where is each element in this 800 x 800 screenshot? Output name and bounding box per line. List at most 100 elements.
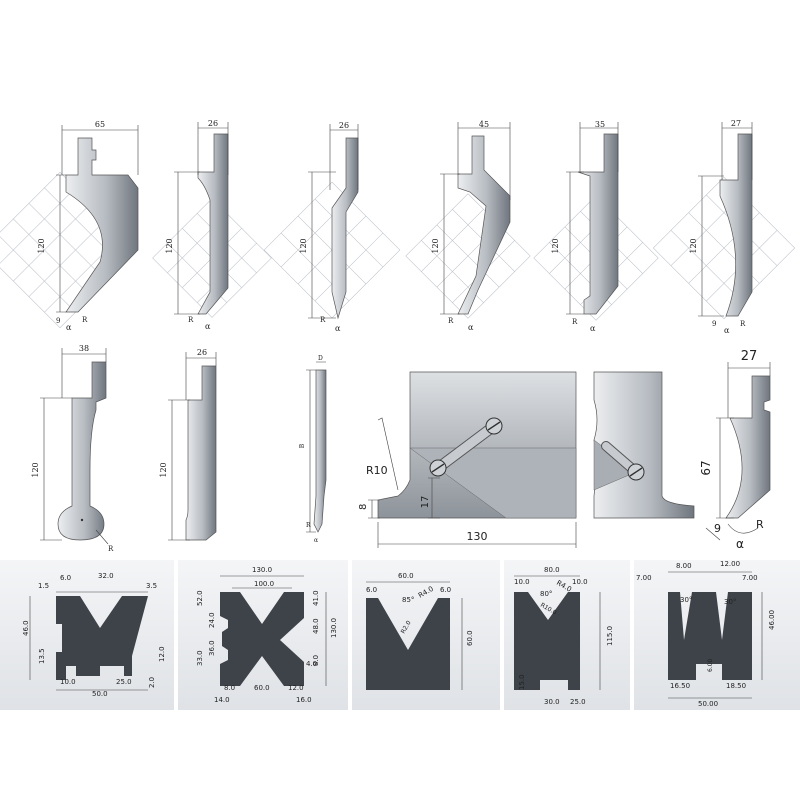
punch-6-angle: α xyxy=(724,326,730,335)
svg-text:80.0: 80.0 xyxy=(544,566,560,574)
svg-text:115.0: 115.0 xyxy=(606,626,614,646)
punch-6-width: 27 xyxy=(731,119,741,128)
punch-9-width: D xyxy=(318,355,323,362)
svg-text:60.0: 60.0 xyxy=(254,684,270,692)
punch-1-radius: R xyxy=(82,316,88,324)
punch-6-side: 9 xyxy=(712,320,716,328)
goose-punch: 27 67 9 α R xyxy=(699,349,771,551)
punch-7-radius: R xyxy=(108,545,114,553)
punch-3: 26 120 α R xyxy=(263,121,401,333)
goose-punch-side: 9 xyxy=(714,522,721,535)
punch-9-body xyxy=(313,369,327,533)
die-1-labels: 6.0 32.0 1.5 3.5 46.0 13.5 12.0 10.0 25.… xyxy=(22,572,166,698)
punch-7-body xyxy=(57,361,107,541)
svg-text:130.0: 130.0 xyxy=(252,566,272,574)
svg-text:32.0: 32.0 xyxy=(98,572,114,580)
punch-4-radius: R xyxy=(448,317,454,325)
punch-8-body xyxy=(185,365,217,541)
svg-text:130.0: 130.0 xyxy=(330,618,338,638)
punch-8-height: 120 xyxy=(159,462,168,477)
die-1: 6.0 32.0 1.5 3.5 46.0 13.5 12.0 10.0 25.… xyxy=(0,560,174,710)
goose-punch-height: 67 xyxy=(699,460,713,475)
die-4-body xyxy=(514,592,580,690)
svg-text:12.0: 12.0 xyxy=(158,646,166,662)
holder-wedge xyxy=(409,447,577,519)
punch-5-body xyxy=(577,133,619,315)
punch-5-height: 120 xyxy=(551,238,560,253)
punch-6-radius: R xyxy=(740,320,746,328)
svg-text:18.50: 18.50 xyxy=(726,682,746,690)
svg-text:100.0: 100.0 xyxy=(254,580,274,588)
punch-5: 35 120 α R xyxy=(533,120,659,333)
svg-text:8.00: 8.00 xyxy=(676,562,692,570)
punch-3-angle: α xyxy=(335,324,341,333)
die-1-body xyxy=(56,596,148,680)
holder-height-right: 17 xyxy=(420,496,431,509)
svg-text:10.0: 10.0 xyxy=(514,578,530,586)
die-3-body xyxy=(366,598,450,690)
svg-text:2.0: 2.0 xyxy=(148,677,156,688)
svg-text:1.5: 1.5 xyxy=(38,582,49,590)
punch-4-width: 45 xyxy=(479,120,489,129)
svg-text:60.0: 60.0 xyxy=(466,630,474,646)
punch-2-radius: R xyxy=(188,316,194,324)
punch-1-angle: α xyxy=(66,323,72,332)
die-5-labels: 7.00 8.00 12.00 7.00 30° 30° 46.00 6.00 … xyxy=(636,560,776,708)
svg-text:12.00: 12.00 xyxy=(720,560,740,568)
svg-text:33.0: 33.0 xyxy=(196,650,204,666)
svg-text:25.0: 25.0 xyxy=(570,698,586,706)
punch-1-body xyxy=(65,137,139,313)
holder: R10 8 17 130 xyxy=(358,371,577,548)
punch-9-height: B xyxy=(299,443,306,448)
die-2: 130.0 100.0 52.0 41.0 24.0 130.0 48.0 33… xyxy=(178,560,348,710)
svg-text:50.00: 50.00 xyxy=(698,700,718,708)
svg-text:36.0: 36.0 xyxy=(208,640,216,656)
svg-text:15.0: 15.0 xyxy=(518,674,526,690)
svg-text:41.0: 41.0 xyxy=(312,590,320,606)
punch-3-height: 120 xyxy=(299,238,308,253)
svg-text:4.0: 4.0 xyxy=(306,660,317,668)
punch-9-angle: α xyxy=(314,537,318,544)
punch-6-height: 120 xyxy=(689,238,698,253)
svg-text:52.0: 52.0 xyxy=(196,590,204,606)
punch-5-radius: R xyxy=(572,318,578,326)
die-3: 60.0 6.0 85° R4.0 6.0 R2.0 60.0 xyxy=(352,560,500,710)
punch-6: 27 120 9 α R xyxy=(652,119,796,335)
die-2-labels: 130.0 100.0 52.0 41.0 24.0 130.0 48.0 33… xyxy=(196,566,338,704)
goose-punch-width: 27 xyxy=(741,349,758,364)
punch-1-side: 9 xyxy=(56,317,60,325)
die-2-body xyxy=(220,592,304,686)
punch-3-radius: R xyxy=(320,316,326,324)
punch-1-width: 65 xyxy=(95,120,105,129)
svg-text:30°: 30° xyxy=(724,598,736,606)
punch-2-height: 120 xyxy=(165,238,174,253)
svg-text:13.5: 13.5 xyxy=(38,648,46,664)
goose-punch-body xyxy=(725,375,771,519)
die-5: 7.00 8.00 12.00 7.00 30° 30° 46.00 6.00 … xyxy=(634,560,800,710)
svg-text:30°: 30° xyxy=(680,596,692,604)
svg-text:80°: 80° xyxy=(540,590,552,598)
punch-1: 65 120 9 α R xyxy=(0,120,139,332)
svg-text:6.0: 6.0 xyxy=(366,586,377,594)
punch-6-body xyxy=(719,133,753,317)
punch-4-angle: α xyxy=(468,323,474,332)
punch-7-width: 38 xyxy=(79,344,89,353)
svg-text:85°: 85° xyxy=(402,596,414,604)
svg-text:8.0: 8.0 xyxy=(312,655,320,666)
die-5-body xyxy=(668,592,752,680)
svg-text:60.0: 60.0 xyxy=(398,572,414,580)
punch-5-angle: α xyxy=(590,324,596,333)
svg-text:6.0: 6.0 xyxy=(60,574,71,582)
punch-4: 45 120 α R xyxy=(405,120,531,332)
punch-1-height: 120 xyxy=(37,238,46,253)
punch-7: 38 120 R xyxy=(31,344,114,553)
punch-8-width: 26 xyxy=(197,348,207,357)
svg-text:46.0: 46.0 xyxy=(22,620,30,636)
svg-text:6.00: 6.00 xyxy=(707,658,714,672)
die-4: 80.0 10.0 R4.0 10.0 80° R10.0 115.0 15.0… xyxy=(504,560,630,710)
punch-8: 26 120 xyxy=(159,348,217,541)
punch-3-width: 26 xyxy=(339,121,349,130)
svg-text:8.0: 8.0 xyxy=(224,684,235,692)
svg-text:16.0: 16.0 xyxy=(296,696,312,704)
